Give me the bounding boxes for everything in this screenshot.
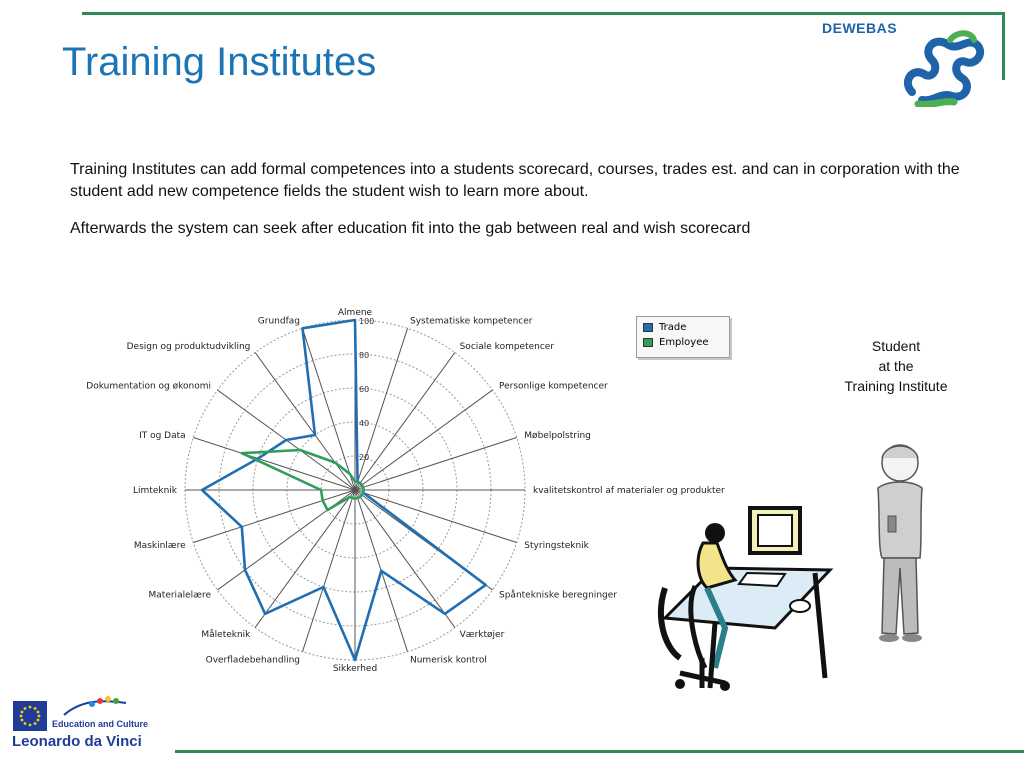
axis-label: Systematiske kompetencer: [410, 317, 533, 327]
legend-label-employee: Employee: [659, 337, 709, 348]
radar-spoke: [354, 489, 517, 544]
axis-label: Styringsteknik: [524, 541, 589, 551]
leonardo-da-vinci-logo-icon: [63, 696, 127, 716]
axis-label: Sikkerhed: [333, 664, 377, 674]
radar-spoke: [301, 328, 356, 491]
radar-spoke: [354, 489, 456, 628]
axis-label: Måleteknik: [201, 629, 251, 640]
brand-name: DEWEBAS: [822, 20, 898, 36]
trade-swatch-icon: [643, 322, 653, 332]
student-caption-line: Student: [871, 338, 921, 354]
series-employee-line: [240, 448, 365, 512]
intro-paragraph: Training Institutes can add formal compe…: [70, 161, 960, 200]
radar-spoke: [354, 352, 456, 491]
student-at-computer-illustration: [657, 506, 834, 691]
radar-spoke: [193, 436, 356, 491]
axis-label: Almene: [338, 308, 373, 318]
radar-series: [200, 318, 488, 662]
program-name: Leonardo da Vinci: [12, 733, 142, 750]
bottom-rule: [175, 750, 1024, 753]
dewebas-logo-icon: [903, 30, 985, 107]
eu-flag-icon: [13, 701, 47, 731]
radar-tick-label: 40: [359, 419, 369, 428]
student-caption: Student at the Training Institute: [828, 336, 964, 396]
radar-spoke: [254, 352, 356, 491]
followup-paragraph: Afterwards the system can seek after edu…: [70, 220, 751, 237]
axis-label: Overfladebehandling: [206, 655, 300, 665]
axis-label: Limteknik: [133, 486, 178, 496]
axis-label: Materialelære: [149, 591, 212, 601]
radar-tick-label: 100: [359, 317, 374, 326]
radar-spoke: [254, 489, 356, 628]
radar-spoke: [354, 389, 493, 491]
axis-label: Maskinlære: [134, 541, 186, 551]
employee-swatch-icon: [643, 337, 653, 347]
student-caption-line: at the: [878, 358, 914, 374]
axis-label: Grundfag: [258, 317, 300, 327]
radar-tick-label: 60: [359, 385, 369, 394]
axis-label: kvalitetskontrol af materialer og produk…: [533, 486, 725, 496]
student-standing-illustration: [877, 444, 923, 642]
radar-spoke: [301, 489, 356, 652]
radar-spoke: [354, 328, 409, 491]
legend-label-trade: Trade: [659, 322, 687, 333]
axis-label: Spåntekniske beregninger: [499, 590, 617, 601]
legend-item-employee: Employee: [643, 337, 709, 349]
program-line: Education and Culture: [52, 719, 149, 729]
axis-label: Møbelpolstring: [524, 431, 591, 441]
axis-label: Værktøjer: [460, 630, 505, 640]
top-rule: [82, 12, 1004, 15]
radar-grid: 20 40 60 80 100: [184, 317, 526, 661]
slide-title: Training Institutes: [62, 40, 377, 84]
radar-tick-label: 80: [359, 351, 369, 360]
radar-spoke: [193, 489, 356, 544]
radar-spoke: [354, 436, 517, 491]
axis-label: Sociale kompetencer: [460, 342, 555, 352]
radar-tick-label: 20: [359, 453, 369, 462]
axis-label: IT og Data: [139, 431, 186, 441]
chart-legend: Trade Employee: [636, 316, 730, 358]
legend-item-trade: Trade: [643, 322, 686, 334]
right-rule: [1002, 12, 1005, 80]
axis-label: Numerisk kontrol: [410, 655, 487, 665]
axis-label: Design og produktudvikling: [127, 342, 251, 352]
student-caption-line: Training Institute: [844, 378, 948, 394]
axis-label: Personlige kompetencer: [499, 381, 608, 391]
axis-label: Dokumentation og økonomi: [86, 381, 211, 391]
